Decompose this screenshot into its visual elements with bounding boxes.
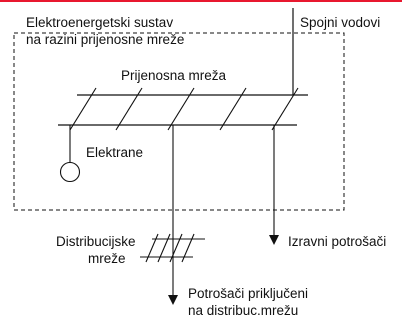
distribution-consumers-label-line2: na distribuc.mrežu bbox=[188, 303, 298, 318]
transmission-link-2 bbox=[115, 87, 143, 131]
interconnections-label: Spojni vodovi bbox=[300, 15, 380, 30]
power-plants-label: Elektrane bbox=[86, 145, 143, 160]
distribution-link-2 bbox=[157, 233, 171, 263]
transmission-network-label: Prijenosna mreža bbox=[121, 68, 227, 83]
system-title-line2: na razini prijenosne mreže bbox=[26, 32, 184, 47]
distribution-networks-label-line2: mreže bbox=[88, 251, 126, 266]
system-boundary-box bbox=[13, 32, 345, 211]
distribution-link-4 bbox=[181, 233, 195, 263]
distribution-consumers-label-line1: Potrošači priključeni bbox=[188, 286, 308, 301]
transmission-link-3 bbox=[167, 87, 195, 131]
direct-consumers-label: Izravni potrošači bbox=[288, 234, 386, 249]
system-title-line1: Elektroenergetski sustav bbox=[26, 15, 173, 30]
transmission-link-4 bbox=[219, 87, 247, 131]
transmission-link-1 bbox=[69, 87, 97, 131]
distribution-link-3 bbox=[169, 233, 183, 263]
distribution-networks-label-line1: Distribucijske bbox=[56, 234, 136, 249]
transmission-link-5 bbox=[271, 87, 299, 131]
generator-symbol bbox=[59, 161, 81, 183]
distribution-link-1 bbox=[145, 233, 159, 263]
top-accent-bar bbox=[0, 0, 402, 2]
